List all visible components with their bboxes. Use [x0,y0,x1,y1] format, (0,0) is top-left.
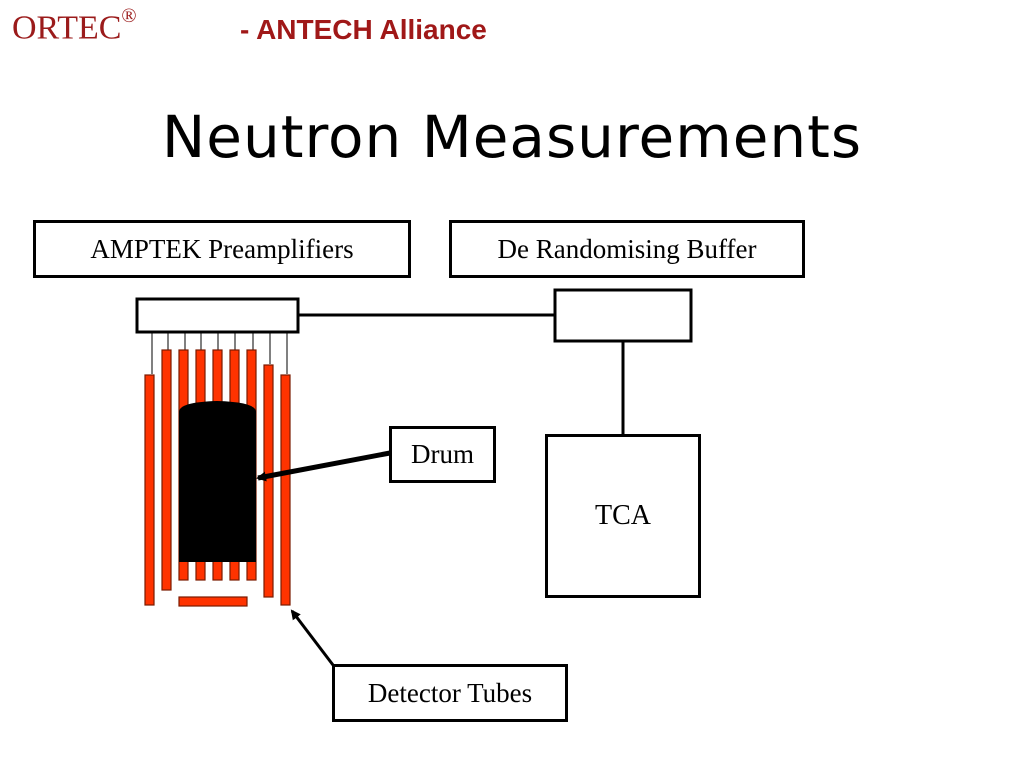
detector-tubes-label-text: Detector Tubes [367,677,533,708]
detector-arrow [290,609,335,666]
registered-mark: ® [121,5,137,27]
tca-box: TCA [545,434,701,598]
ortec-logo: ORTEC® [12,6,137,47]
preamp-wires [151,332,288,374]
drum-label-text: Drum [411,439,474,469]
preamplifier-box [135,297,300,334]
drum-arrow [256,450,391,482]
detector-tube [280,374,291,606]
buffer-box [553,288,693,343]
detector-tube-bottom [178,596,248,607]
detector-tube [144,374,155,606]
detector-tube [161,349,172,591]
buffer-label: De Randomising Buffer [449,220,805,278]
slide-title: Neutron Measurements [161,103,863,171]
drum-shape [179,401,256,562]
preamplifiers-label: AMPTEK Preamplifiers [33,220,411,278]
buffer-label-text: De Randomising Buffer [497,233,757,264]
drum-label: Drum [389,426,496,483]
detector-tubes-label: Detector Tubes [332,664,568,722]
preamplifiers-label-text: AMPTEK Preamplifiers [90,233,354,264]
tca-label-text: TCA [595,500,651,531]
detector-tube [263,364,274,598]
brand-name: ORTEC [12,9,122,47]
connector-lines [298,313,625,434]
alliance-text: - ANTECH Alliance [240,14,487,45]
